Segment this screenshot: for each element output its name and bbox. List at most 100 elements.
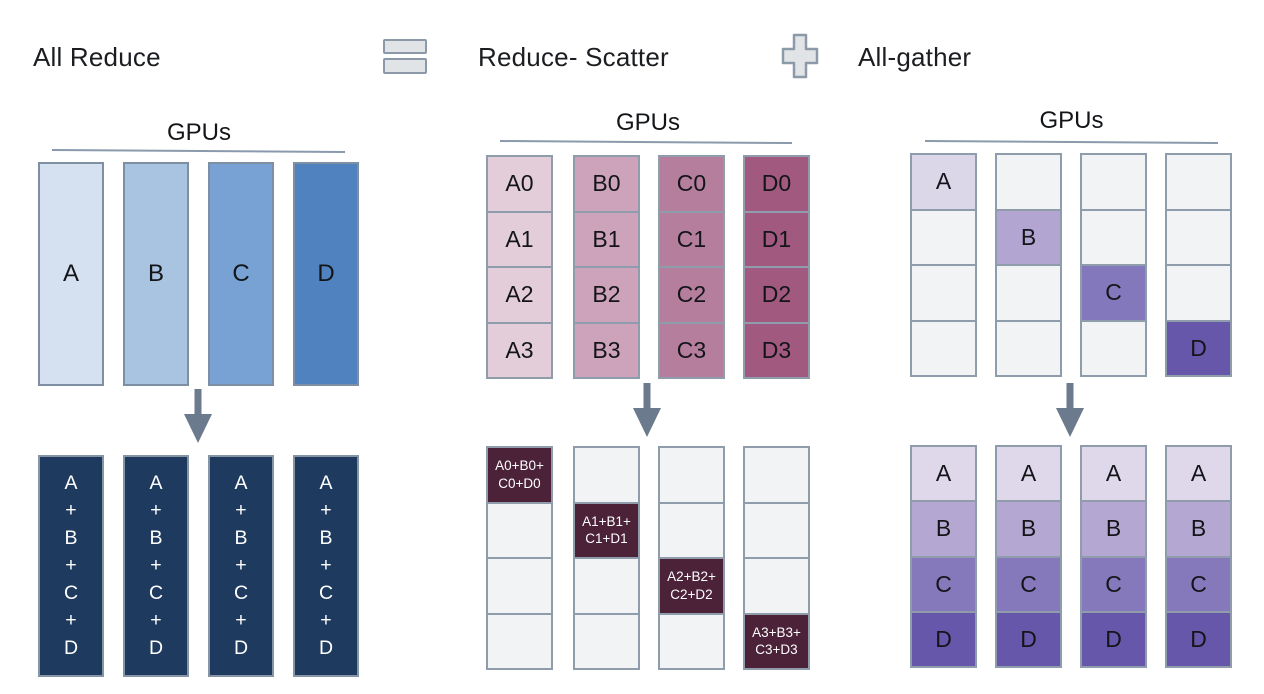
gpus-label: GPUs: [615, 109, 680, 136]
shard-cell: A2: [488, 266, 551, 322]
grid-cell-empty: [488, 612, 551, 668]
gathered-column: A B C D: [1080, 445, 1147, 668]
reduced-column: A + B + C + D: [123, 455, 189, 677]
shard-cell: C: [1082, 264, 1145, 320]
grid-cell-empty: [745, 448, 808, 502]
grid-cell-empty: [575, 448, 638, 502]
equals-bar: [383, 39, 427, 54]
column-label: B: [147, 260, 164, 287]
shard-cell: B1: [575, 210, 638, 267]
gpus-underline: [51, 149, 345, 154]
column-label: C: [232, 260, 250, 287]
equals-bar: [383, 58, 427, 74]
scattered-grid-column: A1+B1+ C1+D1: [573, 446, 640, 670]
grid-cell-empty: [912, 319, 975, 375]
grid-cell-empty: [997, 155, 1060, 209]
grid-cell-empty: [745, 557, 808, 613]
reduce-scatter-title: Reduce- Scatter: [478, 42, 669, 72]
grid-cell-empty: [1082, 319, 1145, 375]
shard-cell: D: [1082, 610, 1145, 666]
shard-cell: A: [912, 155, 975, 209]
shard-cell: A1: [488, 210, 551, 267]
column-label: A: [62, 260, 79, 287]
shard-cell: D0: [761, 170, 792, 197]
reduced-column: A + B + C + D: [38, 455, 104, 677]
shard-cell: A: [912, 447, 975, 501]
shard-cell: C: [997, 555, 1060, 611]
gpus-underline: [499, 140, 792, 145]
down-arrow-icon: [633, 383, 661, 437]
shard-cell: D: [1167, 610, 1230, 666]
scattered-grid-column: A0+B0+ C0+D0: [486, 446, 553, 670]
grid-cell-empty: [912, 208, 975, 264]
shard-cell: B3: [575, 321, 638, 378]
shard-cell: B2: [575, 266, 638, 322]
grid-cell-empty: [997, 319, 1060, 375]
reduced-column: A + B + C + D: [293, 455, 359, 677]
plus-icon: [781, 33, 819, 79]
gathered-column: A B C D: [1165, 445, 1232, 668]
reduced-shard-cell: A2+B2+ C2+D2: [660, 557, 723, 613]
gather-input-column: A: [910, 153, 977, 377]
all-gather-title: All-gather: [858, 42, 972, 72]
gpu-column-c: C: [208, 162, 274, 386]
grid-cell-empty: [575, 557, 638, 613]
shard-cell: A0: [505, 170, 534, 197]
gathered-column: A B C D: [910, 445, 977, 668]
gpu-grid-column-b: B0 B1 B2 B3: [573, 155, 640, 379]
shard-cell: A: [1167, 447, 1230, 501]
gathered-column: A B C D: [995, 445, 1062, 668]
shard-cell: C: [912, 555, 975, 611]
reduced-shard-cell: A1+B1+ C1+D1: [575, 501, 638, 557]
gpu-column-b: B: [123, 162, 189, 386]
shard-cell: B: [912, 500, 975, 556]
grid-cell-empty: [1082, 155, 1145, 209]
gpu-column-d: D: [293, 162, 359, 386]
grid-cell-empty: [660, 612, 723, 668]
shard-cell: D: [1167, 319, 1230, 375]
grid-cell-empty: [1082, 208, 1145, 264]
shard-cell: C3: [660, 321, 723, 378]
gpu-grid-column-c: C0 C1 C2 C3: [658, 155, 725, 379]
gpus-label: GPUs: [166, 119, 231, 146]
shard-cell: D3: [745, 321, 808, 378]
reduced-column: A + B + C + D: [208, 455, 274, 677]
gather-input-column: C: [1080, 153, 1147, 377]
gpus-label: GPUs: [1039, 107, 1104, 134]
shard-cell: B: [1167, 500, 1230, 556]
grid-cell-empty: [575, 612, 638, 668]
all-reduce-title: All Reduce: [33, 42, 161, 72]
down-arrow-icon: [1056, 383, 1084, 437]
scattered-grid-column: A3+B3+ C3+D3: [743, 446, 810, 670]
shard-cell: C0: [676, 170, 707, 197]
shard-cell: D: [997, 610, 1060, 666]
equals-icon: [383, 39, 427, 74]
grid-cell-empty: [660, 501, 723, 557]
scattered-grid-column: A2+B2+ C2+D2: [658, 446, 725, 670]
gpu-grid-column-a: A0 A1 A2 A3: [486, 155, 553, 379]
grid-cell-empty: [1167, 264, 1230, 320]
gather-input-column: D: [1165, 153, 1232, 377]
grid-cell-empty: [1167, 208, 1230, 264]
shard-cell: C2: [660, 266, 723, 322]
shard-cell: C: [1167, 555, 1230, 611]
shard-cell: A: [1082, 447, 1145, 501]
shard-cell: D2: [745, 266, 808, 322]
grid-cell-empty: [1167, 155, 1230, 209]
reduced-shard-cell: A0+B0+ C0+D0: [488, 448, 551, 502]
column-label: D: [317, 260, 335, 287]
grid-cell-empty: [745, 501, 808, 557]
shard-cell: D: [912, 610, 975, 666]
shard-cell: A: [997, 447, 1060, 501]
grid-cell-empty: [997, 264, 1060, 320]
down-arrow-icon: [184, 389, 212, 443]
shard-cell: C1: [660, 210, 723, 267]
gpu-grid-column-d: D0 D1 D2 D3: [743, 155, 810, 379]
gpu-column-a: A: [38, 162, 104, 386]
grid-cell-empty: [488, 557, 551, 613]
shard-cell: B: [1082, 500, 1145, 556]
grid-cell-empty: [912, 264, 975, 320]
grid-cell-empty: [488, 501, 551, 557]
reduced-shard-cell: A3+B3+ C3+D3: [745, 612, 808, 668]
